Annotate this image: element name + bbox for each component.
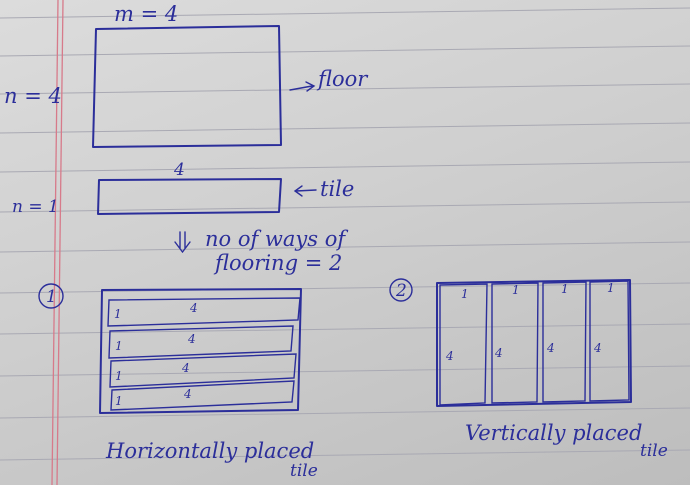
margin-lines xyxy=(51,0,64,485)
option-2-tile-1-length: 4 xyxy=(445,349,454,363)
option-1-tile-2-length: 4 xyxy=(187,332,196,346)
option-2-tile-3-width: 1 xyxy=(561,282,569,296)
option-2-tile-2-length: 4 xyxy=(494,346,503,360)
tile-name: tile xyxy=(320,177,354,201)
tile-rectangle xyxy=(97,178,282,215)
ways-note: no of ways of flooring = 2 xyxy=(174,227,348,275)
option-2-tile-3-length: 4 xyxy=(546,341,555,355)
floor-diagram: m = 4 n = 4 floor xyxy=(4,2,369,148)
floor-name: floor xyxy=(316,67,369,91)
option-1-caption-line-1: Horizontally placed xyxy=(105,439,314,463)
floor-n-label: n = 4 xyxy=(4,84,62,108)
ruled-lines xyxy=(0,7,690,461)
option-2-tile-4-length: 4 xyxy=(593,341,602,355)
option-2-number: 2 xyxy=(395,281,407,301)
option-1-tile-4-length: 4 xyxy=(183,387,192,401)
tile-length: 4 xyxy=(173,160,185,180)
tile-diagram: 4 n = 1 tile xyxy=(12,160,354,217)
option-2-tile-1-width: 1 xyxy=(461,287,469,301)
option-1-tile-2-width: 1 xyxy=(115,339,123,353)
option-2-caption-line-1: Vertically placed xyxy=(465,421,642,445)
option-1-tile-3-width: 1 xyxy=(115,369,123,383)
option-1-tile-4 xyxy=(110,380,295,411)
tile-arrow xyxy=(293,185,317,197)
option-1-tile-3-length: 4 xyxy=(181,361,190,375)
option-2-tile-2-width: 1 xyxy=(512,283,520,297)
option-1-diagram: 1 4 1 4 1 4 1 4 1 Horizontally placed ti… xyxy=(38,283,318,481)
option-2-tile-4 xyxy=(589,280,630,402)
option-1-tile-2 xyxy=(108,325,294,359)
tile-n-label: n = 1 xyxy=(12,197,59,217)
option-1-circle xyxy=(38,283,64,309)
option-2-tile-4-width: 1 xyxy=(607,281,615,295)
option-1-tile-1-length: 4 xyxy=(189,301,198,315)
option-2-tile-2 xyxy=(491,282,539,404)
option-1-frame xyxy=(99,288,302,414)
floor-arrow xyxy=(289,81,316,92)
option-1-tile-4-width: 1 xyxy=(115,394,123,408)
option-1-tile-1 xyxy=(107,297,301,327)
option-1-tile-3 xyxy=(109,353,297,388)
option-1-caption-line-2: tile xyxy=(290,461,318,481)
option-2-diagram: 2 1 4 1 4 1 4 1 4 Vertically placed tile xyxy=(389,278,668,461)
ways-line-2: flooring = 2 xyxy=(213,251,342,275)
floor-rectangle xyxy=(92,25,282,148)
ways-line-1: no of ways of xyxy=(205,227,348,251)
option-2-tile-3 xyxy=(542,281,587,403)
option-2-tile-1 xyxy=(439,283,488,406)
option-2-frame xyxy=(436,279,632,407)
option-2-circle xyxy=(389,278,413,302)
option-2-caption-line-2: tile xyxy=(640,441,668,461)
option-1-number: 1 xyxy=(46,287,57,307)
option-1-tile-1-width: 1 xyxy=(114,307,122,321)
implies-arrow xyxy=(174,231,191,254)
floor-m-label: m = 4 xyxy=(114,2,178,26)
